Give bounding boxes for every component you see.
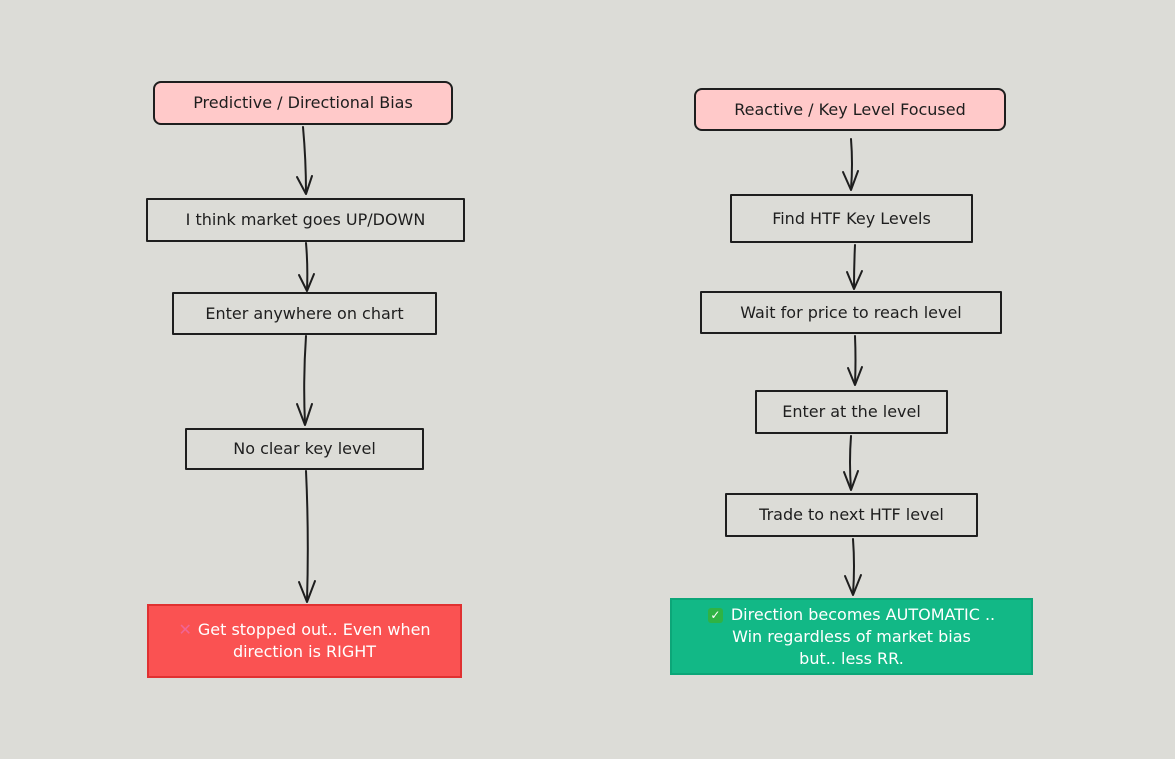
left-outcome-line2: direction is RIGHT <box>232 642 377 661</box>
right-step3-node: Enter at the level <box>755 390 948 434</box>
right-outcome-line3: but.. less RR. <box>799 648 904 668</box>
cross-mark-icon: ✕ <box>178 620 192 639</box>
right-step1-node: Find HTF Key Levels <box>730 194 973 243</box>
right-step4-label: Trade to next HTF level <box>759 505 944 524</box>
arrow-left-title-to-step1 <box>296 126 313 195</box>
arrow-right-step4-to-outcome <box>844 538 862 596</box>
left-title-label: Predictive / Directional Bias <box>193 93 413 112</box>
left-step3-label: No clear key level <box>233 439 376 458</box>
left-step1-label: I think market goes UP/DOWN <box>185 210 426 229</box>
right-step1-label: Find HTF Key Levels <box>772 208 931 228</box>
left-outcome-node: ✕ Get stopped out.. Even when direction i… <box>147 604 462 678</box>
left-step2-label: Enter anywhere on chart <box>205 303 404 323</box>
left-step2-node: Enter anywhere on chart <box>172 292 437 335</box>
right-step3-label: Enter at the level <box>782 402 921 421</box>
arrow-right-step3-to-step4 <box>843 435 859 491</box>
right-outcome-node: ✓ Direction becomes AUTOMATIC .. Win rega… <box>670 598 1033 675</box>
arrow-right-step2-to-step3 <box>847 335 863 386</box>
right-outcome-line1: Direction becomes AUTOMATIC .. <box>730 604 996 624</box>
arrow-left-step3-to-outcome <box>298 470 316 603</box>
left-step1-node: I think market goes UP/DOWN <box>146 198 465 242</box>
arrow-right-title-to-step1 <box>842 138 859 191</box>
arrow-right-step1-to-step2 <box>846 244 863 290</box>
right-step2-node: Wait for price to reach level <box>700 291 1002 334</box>
right-title-node: Reactive / Key Level Focused <box>694 88 1006 131</box>
left-step3-node: No clear key level <box>185 428 424 470</box>
left-title-node: Predictive / Directional Bias <box>153 81 453 125</box>
arrow-left-step1-to-step2 <box>298 242 315 292</box>
right-outcome-line2: Win regardless of market bias <box>732 626 971 646</box>
left-outcome-line1: Get stopped out.. Even when <box>197 620 431 639</box>
right-step2-label: Wait for price to reach level <box>740 302 962 322</box>
check-mark-icon: ✓ <box>707 607 723 623</box>
arrow-left-step2-to-step3 <box>296 335 313 426</box>
right-step4-node: Trade to next HTF level <box>725 493 978 537</box>
right-title-label: Reactive / Key Level Focused <box>734 99 966 119</box>
